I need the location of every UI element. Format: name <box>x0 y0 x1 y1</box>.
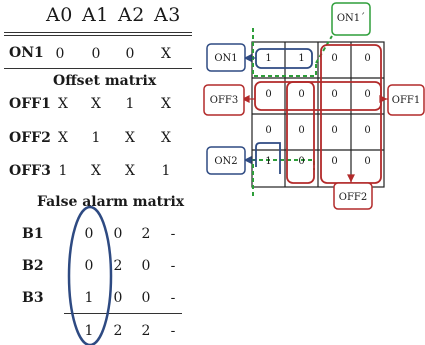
off2-label: OFF2 <box>338 192 368 203</box>
kmap-cell-r1c2: 0 <box>331 89 338 100</box>
kmap-cell-r0c1: 1 <box>298 53 305 64</box>
off2-group-rect <box>286 81 315 184</box>
b2-cell-a1: 2 <box>113 258 123 274</box>
col-header-a1: A1 <box>82 4 109 26</box>
off1-cell-a2: 1 <box>125 96 135 112</box>
b1-cell-a3: - <box>170 226 176 242</box>
kmap-cell-r3c1: 0 <box>298 156 305 167</box>
on1-label-box <box>206 43 246 72</box>
b2-cell-a2: 0 <box>141 258 151 274</box>
kmap-cell-r1c3: 0 <box>364 89 371 100</box>
sum-cell-a1: 2 <box>113 323 123 339</box>
kmap-cell-r3c2: 0 <box>331 156 338 167</box>
offset-matrix-title: Offset matrix <box>53 73 157 89</box>
kmap-cell-r2c1: 0 <box>298 125 305 136</box>
b3-cell-a3: - <box>170 290 176 306</box>
on1-arrowhead <box>243 54 252 62</box>
sum-cell-a0: 1 <box>84 323 94 339</box>
b1-cell-a1: 0 <box>113 226 123 242</box>
kmap-cell-r2c2: 0 <box>331 125 338 136</box>
off2-cell-a1: 1 <box>91 130 101 146</box>
kmap-cell-r0c3: 0 <box>364 53 371 64</box>
b3-cell-a1: 0 <box>113 290 123 306</box>
b2-row-label: B2 <box>22 258 44 274</box>
off1-cell-a3: X <box>161 96 171 112</box>
on1-cell-a1: 0 <box>91 46 101 62</box>
kmap-cell-r2c0: 0 <box>265 125 272 136</box>
header-rule-bottom <box>4 35 192 36</box>
b3-cell-a0: 1 <box>84 290 94 306</box>
b2-cell-a3: - <box>170 258 176 274</box>
on1-cell-a0: 0 <box>55 46 65 62</box>
off3-cell-a1: X <box>91 163 101 179</box>
on2-label-box <box>206 146 246 175</box>
off3-cell-a2: X <box>125 163 135 179</box>
off3-label: OFF3 <box>209 95 239 106</box>
on1-prime-label: ON1´ <box>336 13 366 24</box>
off2-cell-a3: X <box>161 130 171 146</box>
kmap-cell-r3c3: 0 <box>364 156 371 167</box>
on2-label: ON2 <box>214 156 238 167</box>
col-header-a0: A0 <box>46 4 73 26</box>
off2-cell-a0: X <box>58 130 68 146</box>
off3-arrowhead <box>241 95 250 103</box>
on1-cell-a2: 0 <box>125 46 135 62</box>
kmap-cell-r1c1: 0 <box>298 89 305 100</box>
off1-cell-a1: X <box>91 96 101 112</box>
on2-arrowhead <box>243 156 252 164</box>
on1-label: ON1 <box>214 53 238 64</box>
b2-cell-a0: 0 <box>84 258 94 274</box>
kmap-cell-r3c0: 1 <box>265 156 272 167</box>
on1-cell-a3: X <box>161 46 171 62</box>
off2-cell-a2: X <box>125 130 135 146</box>
b3-row-label: B3 <box>22 290 44 306</box>
sum-rule <box>64 313 182 314</box>
sum-cell-a2: 2 <box>141 323 151 339</box>
b3-cell-a2: 0 <box>141 290 151 306</box>
on1-prime-label-box <box>331 2 371 36</box>
red-arrows <box>241 95 388 183</box>
on2-group-path <box>255 142 281 174</box>
off1-arrowhead <box>379 95 388 103</box>
kmap-cell-r0c2: 0 <box>331 53 338 64</box>
kmap-cell-r2c3: 0 <box>364 125 371 136</box>
off3-cell-a0: 1 <box>58 163 68 179</box>
b1-cell-a0: 0 <box>84 226 94 242</box>
on1-prime-group-top <box>252 28 317 77</box>
col-header-a2: A2 <box>118 4 145 26</box>
off1-label-box <box>387 84 425 116</box>
col-header-a3: A3 <box>154 4 181 26</box>
blue-arrows <box>243 54 256 164</box>
b1-row-label: B1 <box>22 226 44 242</box>
sum-cell-a3: - <box>170 323 176 339</box>
off1-row-label: OFF1 <box>9 96 51 112</box>
off2-arrowhead <box>347 174 355 183</box>
kmap-cell-r1c0: 0 <box>265 89 272 100</box>
off2-label-box <box>333 182 373 210</box>
off3-label-box <box>203 84 245 116</box>
off2-row-label: OFF2 <box>9 130 51 146</box>
off1-label: OFF1 <box>391 95 421 106</box>
on1-row-label: ON1 <box>9 45 44 61</box>
off1-cell-a0: X <box>58 96 68 112</box>
offset-rule <box>4 68 192 69</box>
column-oval <box>67 205 113 345</box>
kmap-cell-r0c0: 1 <box>265 53 272 64</box>
off3-row-label: OFF3 <box>9 163 51 179</box>
header-rule-top <box>4 32 192 33</box>
off3-cell-a3: 1 <box>161 163 171 179</box>
false-alarm-matrix-title: False alarm matrix <box>37 194 185 210</box>
kmap-grid <box>251 41 385 188</box>
on1-prime-pointer <box>315 35 333 64</box>
b1-cell-a2: 2 <box>141 226 151 242</box>
